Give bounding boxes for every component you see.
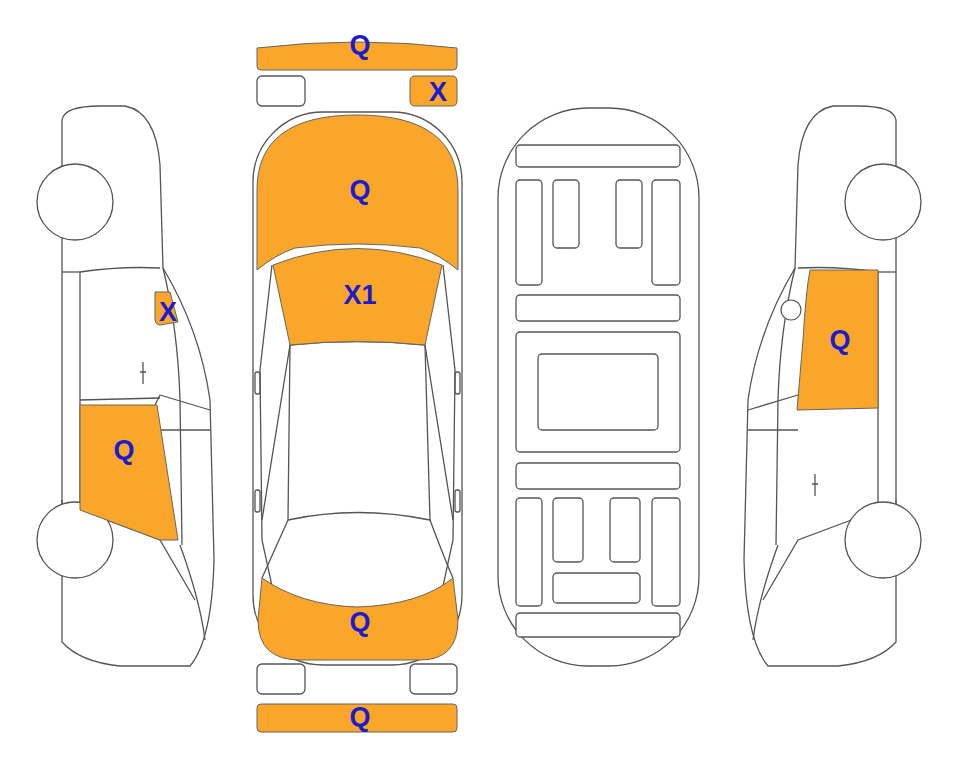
damage-code: X1	[343, 282, 376, 309]
door-panel: Q	[78, 403, 180, 543]
mirror-panel: X	[152, 288, 182, 328]
bumper-panel: Q	[255, 702, 460, 734]
damage-code: Q	[113, 437, 134, 464]
trunk-panel: Q	[256, 575, 460, 663]
panel-shape	[78, 403, 180, 543]
damage-code: Q	[349, 609, 370, 636]
bumper-panel: Q	[255, 32, 460, 74]
damage-code: Q	[829, 327, 850, 354]
headlight-panel: X	[408, 74, 460, 108]
windshield-panel: X1	[271, 235, 444, 345]
damage-code: X	[159, 299, 177, 326]
damage-code: Q	[349, 704, 370, 731]
damage-code: Q	[349, 32, 370, 59]
damage-code: Q	[349, 177, 370, 204]
damage-code: X	[429, 79, 447, 106]
door-panel: Q	[795, 268, 880, 412]
